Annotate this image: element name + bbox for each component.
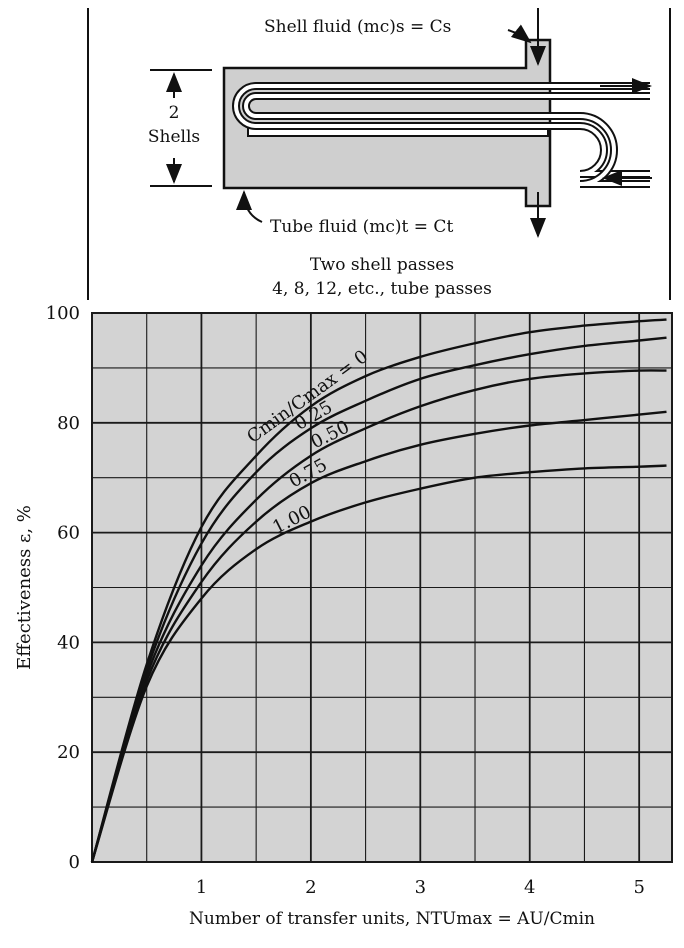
y-tick-label: 60 xyxy=(57,523,80,544)
exchanger-diagram: 2 Shells Shell fluid (mc)s = Cs Tube flu… xyxy=(87,8,671,300)
y-tick-label: 40 xyxy=(57,632,80,653)
tube-fluid-label: Tube fluid (mc)t = Ct xyxy=(270,217,453,237)
x-tick-label: 1 xyxy=(196,877,207,898)
caption-line-2: 4, 8, 12, etc., tube passes xyxy=(272,279,492,299)
x-tick-label: 3 xyxy=(415,877,426,898)
y-axis-label: Effectiveness ε, % xyxy=(14,505,35,670)
caption-line-1: Two shell passes xyxy=(310,255,454,275)
series-curve xyxy=(90,318,667,863)
x-tick-label: 5 xyxy=(633,877,644,898)
shells-count-label: 2 xyxy=(169,103,180,123)
tube-fluid-pointer xyxy=(236,190,263,223)
shell-fluid-label: Shell fluid (mc)s = Cs xyxy=(264,17,451,37)
axis-ticks: 1 2 3 4 5 0 20 40 60 80 100 xyxy=(46,303,645,898)
x-tick-label: 2 xyxy=(305,877,316,898)
series-curve xyxy=(90,336,667,863)
tube-bundle xyxy=(232,82,650,188)
shells-word-label: Shells xyxy=(148,127,200,147)
y-tick-label: 0 xyxy=(69,852,80,873)
shell-fluid-pointer xyxy=(507,24,532,44)
y-tick-label: 20 xyxy=(57,742,80,763)
y-tick-label: 100 xyxy=(46,303,80,324)
series-curve xyxy=(90,464,667,863)
curves xyxy=(90,318,667,863)
series-curve xyxy=(90,410,667,863)
series-curve xyxy=(90,369,667,863)
plot-grid xyxy=(92,313,672,862)
x-tick-label: 4 xyxy=(524,877,535,898)
y-tick-label: 80 xyxy=(57,413,80,434)
x-axis-label: Number of transfer units, NTUmax = AU/Cm… xyxy=(189,909,595,929)
